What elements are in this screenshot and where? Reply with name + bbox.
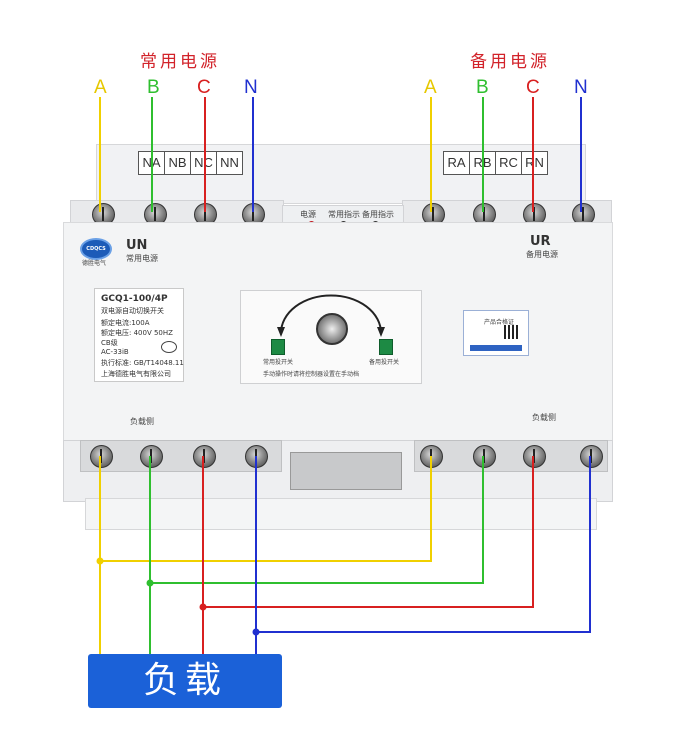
np-standard: 执行标准: GB/T14048.11: [101, 359, 184, 367]
phase-c-left: C: [197, 77, 211, 98]
normal-output-terminal-block: [80, 440, 282, 472]
junction-n: [252, 628, 260, 636]
wire-n-load: [256, 456, 591, 633]
np-model: GCQ1-100/4P: [101, 294, 168, 304]
control-panel: 常用投开关 备用投开关 手动操作时请将控制器设置在手动档: [240, 290, 422, 384]
normal-switch-button[interactable]: [271, 339, 285, 355]
label-nn: NN: [220, 155, 239, 170]
phase-a-right: A: [424, 77, 437, 98]
load-side-left: 负载侧: [130, 417, 154, 426]
load-side-right: 负载侧: [532, 413, 556, 422]
nameplate: GCQ1-100/4P 双电源自动切换开关 额定电流:100A 额定电压: 40…: [94, 288, 184, 382]
wire-b-load: [150, 456, 484, 584]
phase-b-right: B: [476, 77, 489, 98]
np-voltage: 额定电压: 400V 50HZ: [101, 329, 173, 337]
indicator-power-label: 电源: [300, 210, 316, 219]
wire-c-load: [203, 456, 534, 608]
brand-logo-icon: CDQCS: [80, 238, 112, 260]
np-name: 双电源自动切换开关: [101, 307, 164, 315]
phase-c-right: C: [526, 77, 540, 98]
junction-b: [146, 579, 154, 587]
backup-output-terminal-block: [414, 440, 608, 472]
switch-right-label: 备用投开关: [369, 359, 400, 366]
ccc-icon: [161, 341, 177, 353]
junction-a: [96, 557, 104, 565]
phase-n-left: N: [244, 77, 258, 98]
np-current: 额定电流:100A: [101, 319, 150, 327]
phase-n-right: N: [574, 77, 588, 98]
label-nb: NB: [165, 152, 191, 174]
qualification-certificate: 产品合格证: [463, 310, 529, 356]
label-nc: NC: [191, 152, 217, 174]
terminal-rn: [572, 203, 595, 226]
brand-sub: 德胜电气: [82, 260, 107, 267]
backup-source-title: 备用电源: [470, 52, 550, 72]
normal-source-title: 常用电源: [140, 52, 220, 72]
np-category: AC-33iB: [101, 348, 129, 356]
un-label: UN: [126, 238, 148, 253]
terminal-rb: [473, 203, 496, 226]
indicator-backup-label: 备用指示: [362, 210, 394, 219]
cert-title: 产品合格证: [484, 319, 515, 326]
np-maker: 上海德胜电气有限公司: [101, 370, 171, 378]
phase-b-left: B: [147, 77, 160, 98]
load-box: 负载: [88, 654, 282, 708]
phase-a-left: A: [94, 77, 107, 98]
cert-bar: [470, 345, 522, 351]
wire-a-load: [100, 456, 432, 562]
switch-left-label: 常用投开关: [263, 359, 294, 366]
ur-sub: 备用电源: [526, 250, 558, 259]
normal-terminal-labels: NA NB NC NN: [138, 151, 243, 175]
ur-label: UR: [530, 234, 551, 249]
label-rn: RN: [525, 155, 544, 170]
indicator-normal-label: 常用指示: [328, 210, 360, 219]
label-ra: RA: [444, 152, 470, 174]
junction-c: [199, 603, 207, 611]
backup-switch-button[interactable]: [379, 339, 393, 355]
load-label: 负载: [142, 660, 227, 701]
mounting-base: [85, 498, 597, 530]
un-sub: 常用电源: [126, 254, 158, 263]
switch-arrow-icon: [277, 294, 385, 337]
manual-shaft-knob[interactable]: [316, 313, 348, 345]
qr-code-icon: [504, 325, 518, 339]
label-rc: RC: [496, 152, 522, 174]
warning-text: 手动操作时请将控制器设置在手动档: [263, 371, 360, 378]
backup-terminal-labels: RA RB RC RN: [443, 151, 548, 175]
np-class: CB级: [101, 339, 118, 347]
brand-logo-text: CDQCS: [86, 246, 106, 252]
controller-connector: [290, 452, 402, 490]
